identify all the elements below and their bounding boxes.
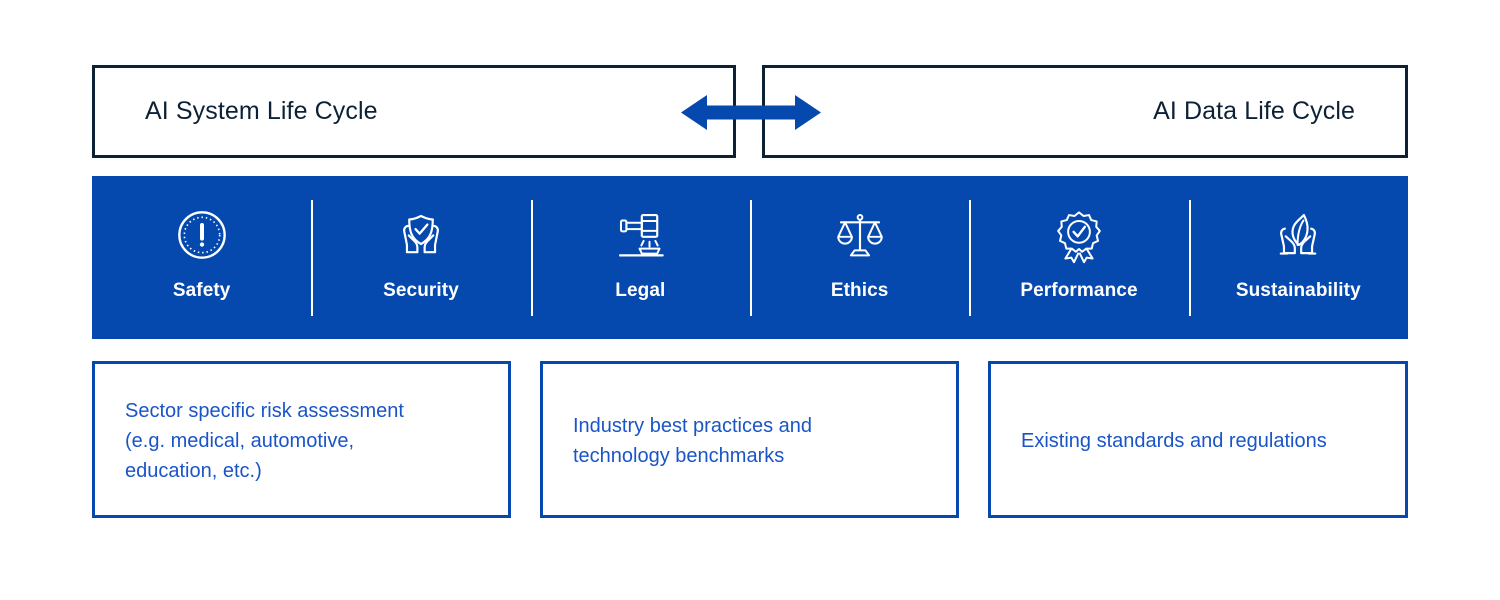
balance-scales-icon	[836, 213, 883, 257]
award-rosette-check-icon	[1057, 211, 1101, 264]
note-box-existing-standards: Existing standards and regulations	[988, 361, 1408, 518]
note-box-sector-risk: Sector specific risk assessment (e.g. me…	[92, 361, 511, 518]
hands-leaf-icon	[1279, 213, 1317, 255]
ai-data-life-cycle-label: AI Data Life Cycle	[1153, 97, 1355, 125]
hands-shield-check-icon	[403, 214, 439, 254]
pillar-security[interactable]: Security	[311, 176, 530, 339]
pillar-safety[interactable]: Safety	[92, 176, 311, 339]
gavel-icon	[619, 213, 665, 257]
note-box-industry-practices: Industry best practices and technology b…	[540, 361, 959, 518]
trustworthiness-pillars-band: Safety Security Legal	[92, 176, 1408, 339]
pillar-label-ethics: Ethics	[830, 280, 889, 301]
note-text-sector-risk: Sector specific risk assessment (e.g. me…	[125, 400, 404, 482]
pillar-label-sustainability: Sustainability	[1235, 280, 1361, 301]
pillar-label-security: Security	[383, 280, 459, 301]
pillar-sustainability[interactable]: Sustainability	[1188, 176, 1408, 339]
pillar-label-safety: Safety	[172, 280, 231, 301]
note-text-existing-standards: Existing standards and regulations	[1021, 430, 1327, 452]
pillar-legal[interactable]: Legal	[530, 176, 750, 339]
pillar-label-legal: Legal	[615, 280, 666, 301]
ai-data-life-cycle-box: AI Data Life Cycle	[762, 65, 1408, 158]
note-text-industry-practices: Industry best practices and technology b…	[573, 415, 813, 467]
pillar-label-performance: Performance	[1020, 280, 1138, 301]
ai-system-life-cycle-box: AI System Life Cycle	[92, 65, 736, 158]
ai-system-life-cycle-label: AI System Life Cycle	[145, 97, 378, 125]
pillar-ethics[interactable]: Ethics	[749, 176, 969, 339]
double-arrow-horizontal-icon	[681, 95, 821, 130]
pillar-performance[interactable]: Performance	[969, 176, 1188, 339]
exclamation-circle-icon	[177, 211, 226, 259]
